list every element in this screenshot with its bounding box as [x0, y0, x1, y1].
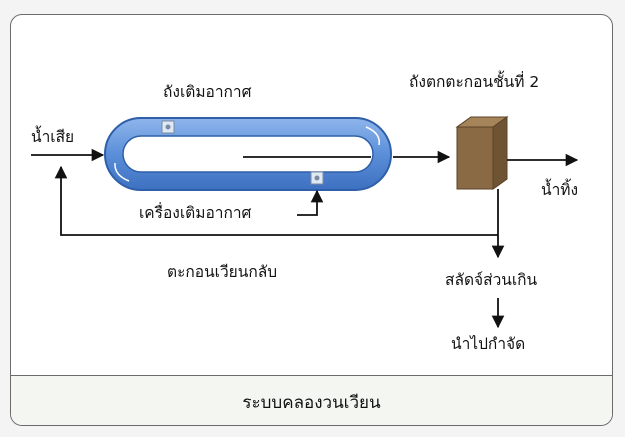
return-sludge-line	[54, 165, 498, 236]
aerator-label: เครื่องเติมอากาศ	[139, 204, 252, 222]
caption-band: ระบบคลองวนเวียน	[11, 375, 612, 425]
process-flow-diagram	[31, 116, 579, 329]
oxidation-ditch	[104, 117, 392, 191]
secondary-clarifier-label: ถังตกตะกอนชั้นที่ 2	[409, 73, 540, 91]
excess-sludge-label: สลัดจ์ส่วนเกิน	[445, 271, 538, 289]
effluent-out-label: น้ำทิ้ง	[541, 181, 579, 199]
diagram-caption: ระบบคลองวนเวียน	[242, 393, 381, 413]
aeration-tank-label: ถังเติมอากาศ	[163, 83, 252, 101]
return-sludge-label: ตะกอนเวียนกลับ	[167, 263, 278, 281]
wastewater-in-label: น้ำเสีย	[31, 128, 75, 146]
secondary-clarifier	[455, 116, 509, 190]
aerator-bottom-icon	[310, 171, 324, 185]
disposal-label: นำไปกำจัด	[451, 335, 526, 353]
diagram-frame: ถังเติมอากาศ ถังตกตะกอนชั้นที่ 2 น้ำเสีย…	[10, 14, 613, 426]
aerator-pointer-arrow	[297, 189, 324, 216]
aerator-top-icon	[161, 120, 175, 134]
